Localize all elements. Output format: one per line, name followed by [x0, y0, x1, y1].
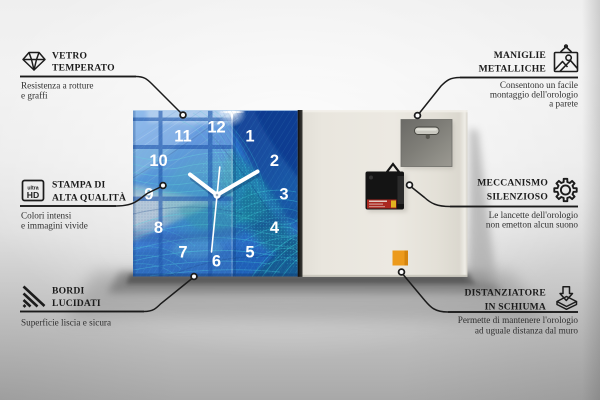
svg-text:5: 5 [245, 244, 254, 262]
svg-text:6: 6 [212, 253, 221, 271]
svg-text:Resistenza a rotture: Resistenza a rotture [21, 80, 93, 90]
svg-text:Superficie liscia e sicura: Superficie liscia e sicura [21, 318, 111, 328]
svg-text:METALLICHE: METALLICHE [479, 63, 546, 74]
svg-text:montaggio dell'orologio: montaggio dell'orologio [490, 89, 579, 99]
svg-text:11: 11 [174, 128, 191, 146]
svg-text:SILENZIOSO: SILENZIOSO [487, 191, 548, 202]
svg-text:8: 8 [154, 219, 163, 237]
svg-text:MANIGLIE: MANIGLIE [494, 50, 546, 61]
svg-text:STAMPA DI: STAMPA DI [52, 179, 105, 190]
svg-text:3: 3 [279, 186, 288, 204]
svg-text:DISTANZIATORE: DISTANZIATORE [464, 287, 546, 298]
svg-text:7: 7 [178, 244, 187, 262]
svg-text:Le lancette dell'orologio: Le lancette dell'orologio [489, 210, 579, 220]
svg-text:4: 4 [270, 219, 280, 237]
svg-text:non emetton alcun suono: non emetton alcun suono [486, 219, 579, 229]
svg-text:TEMPERATO: TEMPERATO [52, 63, 115, 74]
svg-text:Consentono un facile: Consentono un facile [500, 80, 578, 90]
svg-text:9: 9 [144, 186, 153, 204]
svg-text:Permette di mantenere l'orolog: Permette di mantenere l'orologio [458, 315, 579, 325]
svg-text:e immagini vivide: e immagini vivide [21, 221, 88, 231]
svg-text:Colori intensi: Colori intensi [21, 211, 72, 221]
svg-text:ALTA QUALITÀ: ALTA QUALITÀ [52, 191, 126, 203]
svg-text:MECCANISMO: MECCANISMO [477, 178, 548, 189]
svg-text:10: 10 [149, 152, 167, 170]
svg-text:HD: HD [27, 190, 39, 200]
svg-text:2: 2 [270, 152, 279, 170]
svg-text:ad uguale distanza dal muro: ad uguale distanza dal muro [475, 325, 578, 335]
svg-text:BORDI: BORDI [52, 286, 85, 297]
svg-text:VETRO: VETRO [52, 50, 87, 61]
svg-text:1: 1 [245, 128, 254, 146]
svg-text:12: 12 [207, 118, 225, 136]
svg-text:a parete: a parete [549, 99, 578, 109]
svg-text:IN SCHIUMA: IN SCHIUMA [485, 301, 546, 312]
svg-text:e graffi: e graffi [21, 90, 48, 100]
svg-text:ultra: ultra [27, 186, 38, 192]
svg-text:LUCIDATI: LUCIDATI [52, 298, 101, 309]
